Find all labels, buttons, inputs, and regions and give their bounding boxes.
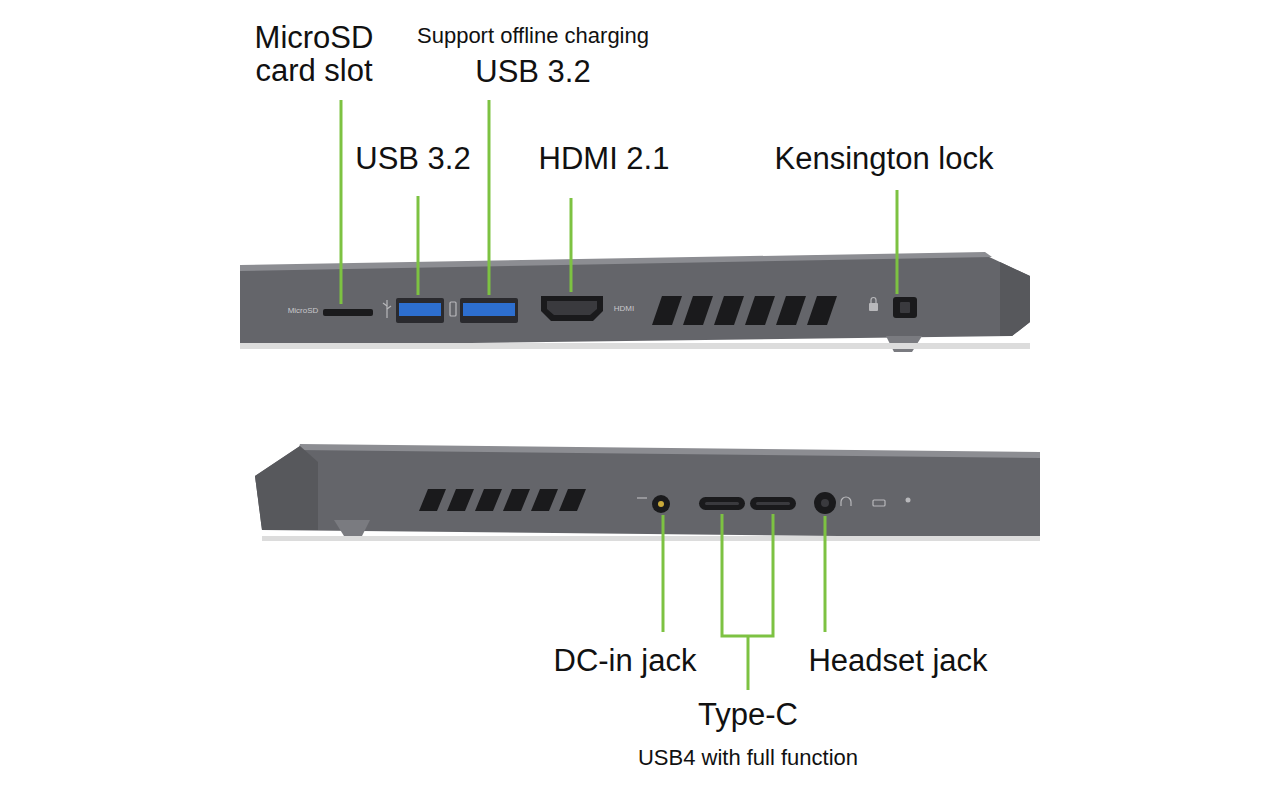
usb-icon [383,300,391,318]
vents [652,296,837,325]
shadow [262,536,1040,541]
vent [475,489,502,511]
usb-a-port [396,298,444,323]
usb-icon-branch [383,303,387,306]
vent [503,489,530,511]
charge-icon [450,302,456,316]
usb-c-tongue [705,502,739,505]
leader-line [340,100,343,304]
usb-a-port [460,298,518,323]
body-corner [985,255,1030,336]
vent [776,296,806,325]
kensington-slot [893,297,917,318]
leader-line [417,196,420,295]
port-label: USB 3.2 [355,143,470,176]
vent [683,296,713,325]
leader-line [896,190,899,294]
engraved-text: MicroSD [288,307,319,315]
vent [745,296,775,325]
shadow [240,343,1030,349]
headset-icon [841,497,851,506]
port-label: Kensington lock [775,143,994,176]
leader-line [824,516,827,632]
rubber-foot [334,520,370,536]
usb-a-tongue [463,303,515,316]
vent [447,489,474,511]
vent [419,489,446,511]
dc-pin [658,501,664,507]
leader-line [747,636,750,690]
microsd-slot [323,309,373,316]
lock-icon-shackle [871,298,876,304]
engraved-text: HDMI [614,305,634,313]
port-label: DC-in jack [554,645,697,678]
usb-c-tongue [756,502,790,505]
headset-jack [814,492,836,514]
port-note: Support offline charging [417,24,649,47]
usb-c-port [699,497,745,510]
usb-a-tongue [399,303,441,316]
leader-line [488,100,491,295]
vent [714,296,744,325]
usb-c-port [750,497,796,510]
vent [652,296,682,325]
leader-bracket [722,514,773,636]
port-label: Type-C [698,699,798,732]
port-label: MicroSD card slot [239,22,389,87]
vents [419,489,586,511]
power-icon [906,498,911,503]
battery-icon [873,500,885,506]
laptop-body [255,446,1040,538]
vent [807,296,837,325]
hdmi-inner [547,301,597,315]
leader-line [570,198,573,292]
hdmi-port [541,296,603,321]
headset-jack-inner [821,499,829,507]
dc-icon [637,497,647,498]
body-corner [255,446,318,530]
dc-jack [652,495,670,513]
port-note: USB4 with full function [638,746,858,769]
lid-edge [240,252,992,271]
vent [531,489,558,511]
port-label: HDMI 2.1 [539,143,670,176]
lid-edge [298,444,1040,458]
port-label: Headset jack [808,645,987,678]
kensington-inner [900,302,910,313]
leader-lines [341,100,897,304]
lock-icon [869,303,878,311]
vent [559,489,586,511]
port-label: USB 3.2 [475,56,590,89]
usb-icon-branch [387,306,391,309]
leader-line [662,515,665,632]
